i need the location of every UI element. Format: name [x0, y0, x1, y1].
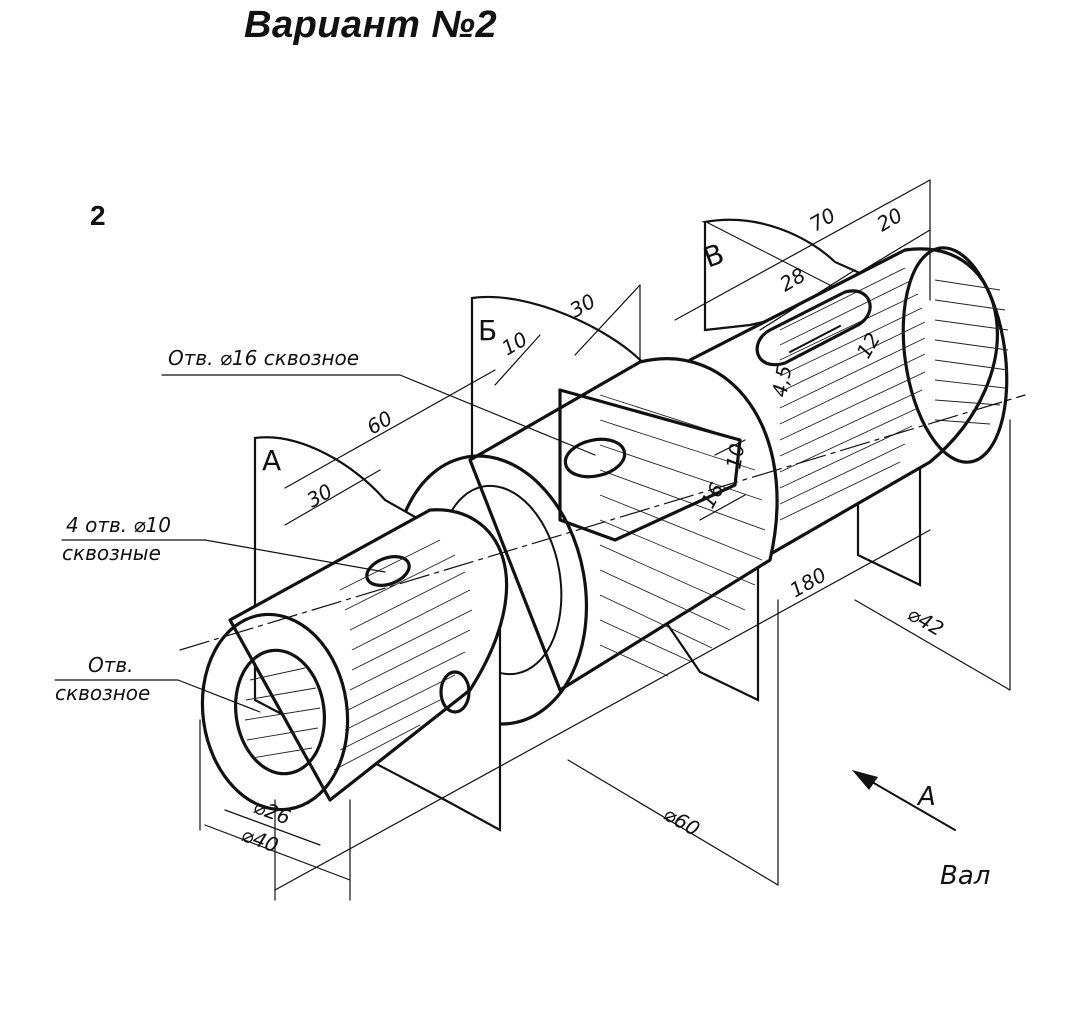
- part-caption: Вал: [940, 861, 990, 891]
- dim-4-5: 4,5: [767, 363, 796, 398]
- key-slot: [755, 289, 872, 367]
- note-hole16: Отв. ⌀16 сквозное: [168, 346, 359, 370]
- plane-label-a: А: [262, 444, 281, 477]
- view-arrow-a: [852, 770, 956, 831]
- note-bore-line2: сквозное: [55, 681, 150, 705]
- note-bore-line1: Отв.: [88, 653, 134, 677]
- dim-20: 20: [873, 203, 907, 237]
- left-shaft: [200, 508, 509, 812]
- dim-dia42: ⌀42: [904, 602, 948, 642]
- note-holes4-line1: 4 отв. ⌀10: [66, 513, 171, 537]
- axis-line: [179, 394, 1026, 651]
- dim-180: 180: [786, 562, 831, 602]
- dimension-lines: [54, 179, 1011, 901]
- dim-60: 60: [363, 406, 397, 440]
- dim-10-mid: 10: [721, 442, 749, 471]
- dim-dia60: ⌀60: [660, 802, 704, 842]
- note-holes4-line2: сквозные: [62, 541, 161, 565]
- dim-dia26: ⌀26: [250, 794, 293, 829]
- collar: [391, 357, 779, 726]
- dim-70: 70: [806, 203, 840, 237]
- view-arrow-label: А: [916, 782, 936, 812]
- plane-label-b: Б: [478, 314, 497, 347]
- variant-number: 2: [90, 200, 106, 231]
- page-title: Вариант №2: [244, 4, 498, 46]
